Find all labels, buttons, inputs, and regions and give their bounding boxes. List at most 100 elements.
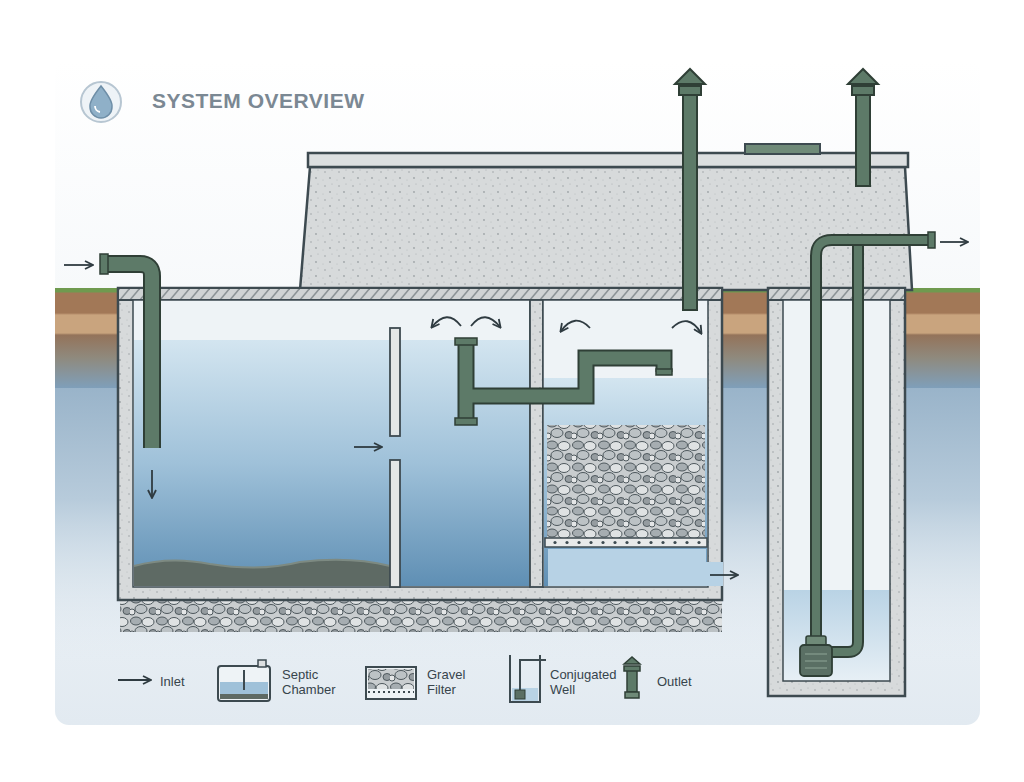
legend-icon <box>118 679 150 681</box>
inlet-pipe <box>102 264 152 448</box>
legend-icon <box>258 660 266 667</box>
legend-icon <box>627 670 637 692</box>
pump <box>800 645 832 676</box>
legend-icon <box>515 690 525 699</box>
flow-arrow <box>710 574 737 576</box>
background-panel <box>55 60 980 725</box>
grate-holes <box>613 541 616 544</box>
vent-pipe <box>856 94 870 186</box>
grate-holes <box>601 541 604 544</box>
water-drop-icon <box>81 82 121 122</box>
legend-icon <box>624 657 640 698</box>
tank-body <box>118 288 722 600</box>
transfer-pipe <box>455 338 477 345</box>
baffle <box>390 460 400 587</box>
transfer-pipe <box>466 342 664 420</box>
water-drop-icon <box>95 106 100 112</box>
tank-body <box>118 288 723 632</box>
flow-arrow <box>940 241 967 243</box>
filter-water <box>544 378 707 586</box>
conjugated-well <box>768 288 905 300</box>
inlet-pipe <box>100 254 152 448</box>
filtered-water <box>548 549 706 586</box>
inlet-pipe <box>102 264 152 448</box>
legend-label: Gravel Filter <box>427 667 479 698</box>
legend-icon <box>510 655 546 702</box>
sludge-layer <box>134 560 390 586</box>
transfer-pipe <box>466 342 664 420</box>
grate-holes <box>637 541 640 544</box>
discharge-pipe <box>816 240 932 640</box>
legend-label: Conjugated Well <box>550 667 630 698</box>
vent-pipe <box>675 69 705 310</box>
conjugated-well <box>805 654 827 668</box>
legend-icon <box>118 680 150 681</box>
conjugated-well <box>768 232 935 696</box>
inlet-pipe <box>100 254 108 274</box>
vent-pipe <box>848 69 878 186</box>
flow-arrow <box>354 446 381 448</box>
grate-holes <box>553 541 556 544</box>
well-water <box>784 590 889 680</box>
legend-label: Outlet <box>657 674 692 689</box>
legend-icon <box>368 691 414 693</box>
vent-pipe <box>683 94 697 310</box>
grate-holes <box>625 541 628 544</box>
legend-icon <box>368 669 414 689</box>
conjugated-well <box>768 288 905 696</box>
flow-arrow <box>432 317 461 327</box>
grate-holes <box>577 541 580 544</box>
tank-body <box>118 288 722 300</box>
return-pipe <box>832 246 858 652</box>
vent-pipe <box>848 69 878 84</box>
vent-pipe <box>852 86 874 95</box>
legend-icon <box>218 660 270 701</box>
flow-arrow <box>561 321 590 331</box>
tank-body <box>134 560 390 568</box>
tank-body <box>133 300 530 587</box>
legend-icon <box>510 655 540 702</box>
legend-label: Inlet <box>160 674 185 689</box>
legend-icon <box>520 660 546 690</box>
outflow-opening <box>706 562 723 586</box>
transfer-pipe <box>656 369 672 375</box>
grate-holes <box>553 541 700 544</box>
legend-icon <box>366 667 416 699</box>
grate-holes <box>649 541 652 544</box>
concrete-cover <box>745 144 820 154</box>
baffle <box>390 328 400 436</box>
flow-arrow <box>672 321 701 333</box>
grate-holes <box>673 541 676 544</box>
partition-wall <box>530 300 543 587</box>
conjugated-well <box>783 300 890 681</box>
conjugated-well <box>928 232 935 248</box>
diagram-title: SYSTEM OVERVIEW <box>152 89 365 113</box>
conjugated-well <box>832 246 858 652</box>
grate-holes <box>589 541 592 544</box>
grate-holes <box>565 541 568 544</box>
legend-icon <box>220 694 268 699</box>
gravel-bedding <box>120 600 722 632</box>
support-grate <box>545 538 707 547</box>
transfer-pipe <box>455 418 477 425</box>
flow-arrow <box>64 264 92 266</box>
flow-arrow <box>64 242 967 575</box>
water-drop-icon <box>90 86 112 118</box>
legend-icon <box>625 692 639 698</box>
flow-arrow <box>151 470 153 497</box>
legend-icon <box>624 666 640 671</box>
flow-arrow <box>471 317 500 327</box>
legend-icon <box>624 657 640 664</box>
grate-holes <box>685 541 688 544</box>
concrete-cover <box>308 153 908 167</box>
vent-pipe <box>679 86 701 95</box>
legend-icon <box>366 667 416 699</box>
legend-icon <box>243 670 245 690</box>
gravel-filter <box>547 425 705 538</box>
conjugated-well <box>816 240 932 640</box>
legend-icon <box>218 666 270 701</box>
tank-body <box>543 300 708 587</box>
transfer-pipe <box>455 338 672 425</box>
